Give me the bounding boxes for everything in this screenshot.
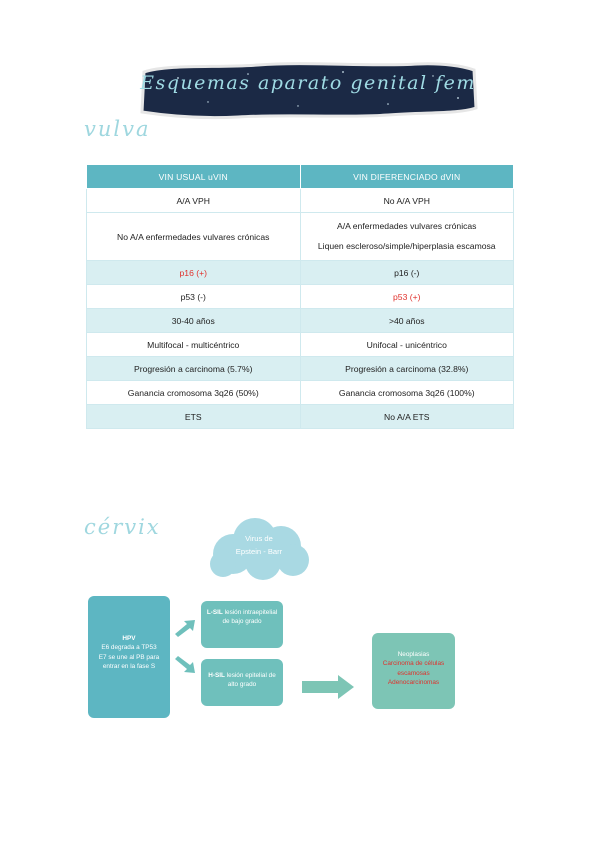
neoplasia-item: Adenocarcinomas (387, 678, 440, 686)
cell-dvin-line: Liquen escleroso/simple/hiperplasia esca… (317, 241, 496, 251)
cell-uvin: Progresión a carcinoma (5.7%) (86, 356, 301, 381)
neoplasia-item: escamosas (397, 669, 430, 677)
neoplasia-title: Neoplasias (397, 651, 430, 658)
vin-comparison-table: VIN USUAL uVIN VIN DIFERENCIADO dVIN A/A… (86, 164, 514, 429)
neoplasia-box: Neoplasias Carcinoma de células escamosa… (372, 633, 455, 709)
cell-dvin: p16 (-) (299, 260, 514, 285)
table-row: Multifocal - multicéntrico Unifocal - un… (86, 332, 514, 357)
cell-uvin: 30-40 años (86, 308, 301, 333)
header-dvin: VIN DIFERENCIADO dVIN (299, 164, 514, 189)
arrow-up-right-icon (175, 620, 195, 637)
cell-dvin: Ganancia cromosoma 3q26 (100%) (299, 380, 514, 405)
header-uvin: VIN USUAL uVIN (86, 164, 301, 189)
arrow-down-right-icon (175, 656, 195, 673)
lsil-box: L-SIL lesión intraepitelial de bajo grad… (201, 601, 283, 648)
arrow-right-icon (302, 675, 354, 699)
hpv-line: E7 se une al PB para (98, 653, 160, 661)
hpv-line: E6 degrada a TP53 (101, 644, 157, 652)
neoplasia-item: Carcinoma de células (382, 660, 445, 668)
cloud-shape (210, 518, 309, 580)
cell-uvin: Ganancia cromosoma 3q26 (50%) (86, 380, 301, 405)
table-row: A/A VPH No A/A VPH (86, 188, 514, 213)
hsil-text: lesión epitelial de alto grado (226, 672, 276, 689)
cell-uvin: No A/A enfermedades vulvares crónicas (86, 212, 301, 261)
table-row: ETS No A/A ETS (86, 404, 514, 429)
cloud-line: Epstein - Barr (235, 546, 283, 556)
hpv-box: HPV E6 degrada a TP53 E7 se une al PB pa… (88, 596, 170, 718)
cell-uvin: A/A VPH (86, 188, 301, 213)
cell-uvin: ETS (86, 404, 301, 429)
table-row: No A/A enfermedades vulvares crónicas A/… (86, 212, 514, 261)
table-row: Progresión a carcinoma (5.7%) Progresión… (86, 356, 514, 381)
cell-dvin: No A/A VPH (299, 188, 514, 213)
table-header-row: VIN USUAL uVIN VIN DIFERENCIADO dVIN (86, 164, 514, 189)
cell-dvin: p53 (+) (299, 284, 514, 309)
lsil-text: lesión intraepitelial de bajo grado (222, 609, 278, 626)
cell-uvin: Multifocal - multicéntrico (86, 332, 301, 357)
table-row: 30-40 años >40 años (86, 308, 514, 333)
cell-dvin: No A/A ETS (299, 404, 514, 429)
table-row: Ganancia cromosoma 3q26 (50%) Ganancia c… (86, 380, 514, 405)
cell-uvin: p53 (-) (86, 284, 301, 309)
cell-dvin: Unifocal - unicéntrico (299, 332, 514, 357)
cervix-heading: cérvix (84, 515, 161, 539)
cell-dvin: A/A enfermedades vulvares crónicas Lique… (299, 212, 514, 261)
hsil-box: H-SIL lesión epitelial de alto grado (201, 659, 283, 706)
title-banner: Esquemas aparato genital fem (138, 58, 478, 122)
lsil-abbr: L-SIL (206, 609, 223, 616)
table-row: p16 (+) p16 (-) (86, 260, 514, 285)
table-row: p53 (-) p53 (+) (86, 284, 514, 309)
cell-dvin-line: A/A enfermedades vulvares crónicas (337, 220, 477, 231)
cloud-label: Virus de Epstein - Barr (203, 533, 315, 559)
cell-uvin: p16 (+) (86, 260, 301, 285)
banner-background (140, 62, 478, 120)
cell-dvin: >40 años (299, 308, 514, 333)
hpv-line: entrar en la fase S (102, 662, 156, 670)
cell-dvin: Progresión a carcinoma (32.8%) (299, 356, 514, 381)
hpv-title: HPV (122, 635, 136, 642)
banner-title: Esquemas aparato genital fem (140, 72, 476, 94)
hsil-abbr: H-SIL (208, 672, 225, 679)
vulva-heading: vulva (84, 117, 151, 141)
cloud-line: Virus de (245, 534, 273, 543)
